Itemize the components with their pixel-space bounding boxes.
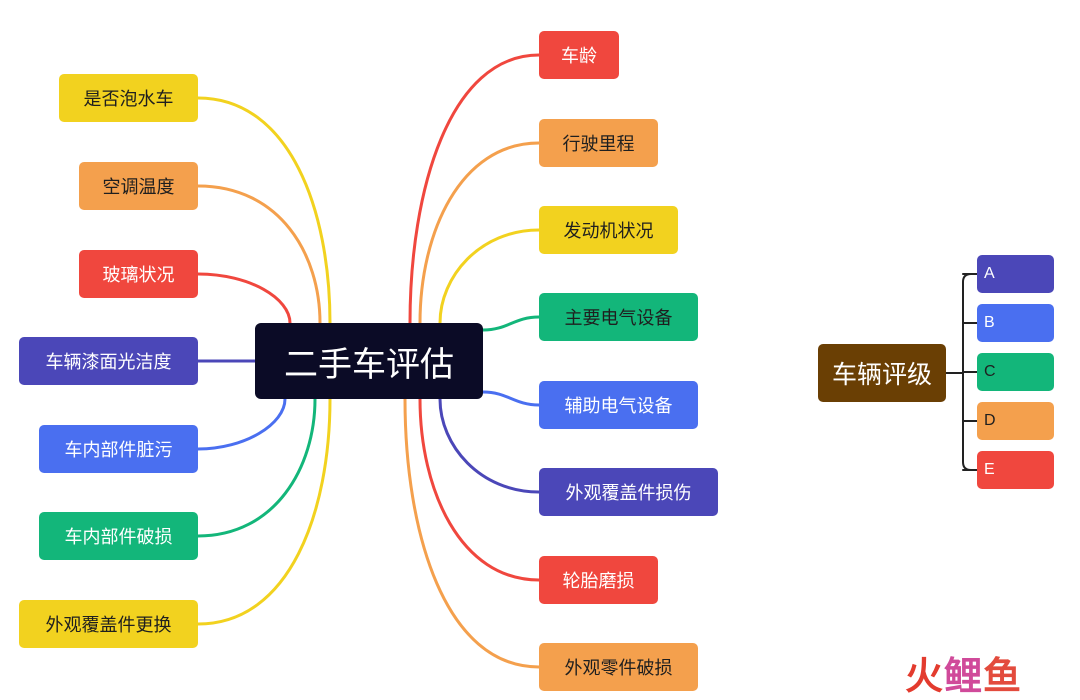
connector-line-right xyxy=(418,141,541,325)
branch-label: 行驶里程 xyxy=(562,134,635,155)
branch-interior-damage[interactable]: 车内部件破损 xyxy=(39,512,198,560)
connector-line-right xyxy=(438,228,541,325)
grade-b[interactable]: B xyxy=(977,304,1054,342)
branch-engine-condition[interactable]: 发动机状况 xyxy=(539,206,678,254)
connector-line-left xyxy=(196,184,322,325)
grade-c[interactable]: C xyxy=(977,353,1054,391)
branch-label: 空调温度 xyxy=(102,177,175,198)
branch-label: 是否泡水车 xyxy=(83,89,174,110)
watermark-logo: 火 鲤 鱼 xyxy=(905,648,1065,698)
branch-panel-replacement[interactable]: 外观覆盖件更换 xyxy=(19,600,198,648)
central-topic-label: 二手车评估 xyxy=(284,344,454,385)
branch-label: 车内部件脏污 xyxy=(64,440,173,461)
connector-line-left xyxy=(196,272,292,325)
connector-line-right xyxy=(403,397,541,669)
branch-interior-dirt[interactable]: 车内部件脏污 xyxy=(39,425,198,473)
branch-vehicle-age[interactable]: 车龄 xyxy=(539,31,619,79)
connector-line-left xyxy=(196,96,332,325)
branch-label: 车内部件破损 xyxy=(64,527,173,548)
branch-label: 轮胎磨损 xyxy=(562,571,635,592)
grade-label: B xyxy=(984,314,995,331)
branch-flood-check[interactable]: 是否泡水车 xyxy=(59,74,198,122)
branch-label: 主要电气设备 xyxy=(564,308,673,329)
grade-label: E xyxy=(984,461,995,478)
branch-paint-finish[interactable]: 车辆漆面光洁度 xyxy=(19,337,198,385)
branch-main-electrical[interactable]: 主要电气设备 xyxy=(539,293,698,341)
branch-aux-electrical[interactable]: 辅助电气设备 xyxy=(539,381,698,429)
central-topic[interactable]: 二手车评估 xyxy=(255,323,483,399)
branch-glass-condition[interactable]: 玻璃状况 xyxy=(79,250,198,298)
branch-label: 玻璃状况 xyxy=(102,265,175,286)
grade-d[interactable]: D xyxy=(977,402,1054,440)
watermark-char: 鱼 xyxy=(983,653,1023,698)
branch-label: 外观零件破损 xyxy=(564,658,673,679)
connector-line-right xyxy=(408,53,541,325)
branch-label: 外观覆盖件损伤 xyxy=(565,483,692,504)
connector-line-left xyxy=(196,397,317,538)
watermark-char: 火 xyxy=(905,653,945,698)
grade-label: D xyxy=(984,412,996,429)
branch-panel-damage[interactable]: 外观覆盖件损伤 xyxy=(539,468,718,516)
vehicle-rating-label: 车辆评级 xyxy=(831,360,932,389)
branch-label: 外观覆盖件更换 xyxy=(45,615,172,636)
branch-ac-temperature[interactable]: 空调温度 xyxy=(79,162,198,210)
branch-exterior-parts-damage[interactable]: 外观零件破损 xyxy=(539,643,698,691)
watermark-char: 鲤 xyxy=(944,653,984,698)
grade-a[interactable]: A xyxy=(977,255,1054,293)
branch-label: 发动机状况 xyxy=(563,221,654,242)
grade-e[interactable]: E xyxy=(977,451,1054,489)
branch-label: 车龄 xyxy=(561,46,597,67)
connector-line-right xyxy=(481,315,541,332)
vehicle-rating-node[interactable]: 车辆评级 xyxy=(818,344,946,402)
grade-label: A xyxy=(984,265,995,282)
branch-label: 辅助电气设备 xyxy=(564,396,673,417)
connector-line-right xyxy=(438,397,541,494)
connector-line-right xyxy=(481,390,541,407)
branch-label: 车辆漆面光洁度 xyxy=(45,352,172,373)
connector-line-right xyxy=(418,397,541,582)
branch-mileage[interactable]: 行驶里程 xyxy=(539,119,658,167)
grade-label: C xyxy=(984,363,996,380)
connector-line-left xyxy=(196,397,332,626)
branch-tire-wear[interactable]: 轮胎磨损 xyxy=(539,556,658,604)
connector-line-left xyxy=(196,397,287,451)
